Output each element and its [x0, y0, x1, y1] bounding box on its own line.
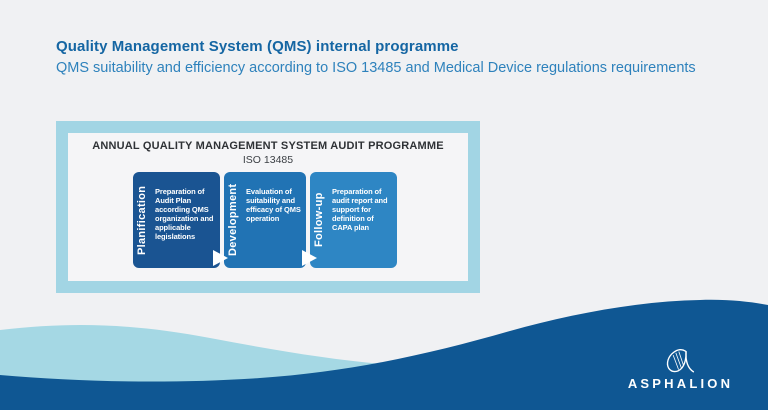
- audit-programme-diagram: ANNUAL QUALITY MANAGEMENT SYSTEM AUDIT P…: [56, 121, 480, 293]
- stage-1-text: Preparation of Audit Plan according QMS …: [155, 187, 214, 241]
- stage-box-2: Development Evaluation of suitability an…: [224, 172, 306, 268]
- asphalion-logo: ASPHALION: [623, 347, 735, 391]
- page-subtitle: QMS suitability and efficiency according…: [56, 60, 696, 76]
- alpha-icon: [666, 348, 695, 373]
- brand-name: ASPHALION: [627, 376, 734, 391]
- page-title: Quality Management System (QMS) internal…: [56, 38, 459, 55]
- slide-header: Quality Management System (QMS) internal…: [56, 38, 736, 76]
- wave-dark: [0, 299, 768, 410]
- diagram-inner-panel: ANNUAL QUALITY MANAGEMENT SYSTEM AUDIT P…: [68, 133, 468, 281]
- stage-box-1: Planification Preparation of Audit Plan …: [133, 172, 220, 268]
- footer-waves: [0, 299, 768, 410]
- stage-2-text: Evaluation of suitability and efficacy o…: [246, 187, 301, 223]
- stage-1-label: Planification: [136, 185, 148, 255]
- right-arrow-icon: [302, 250, 317, 266]
- diagram-title: ANNUAL QUALITY MANAGEMENT SYSTEM AUDIT P…: [92, 140, 444, 152]
- right-arrow-icon: [213, 250, 228, 266]
- stage-box-3: Follow-up Preparation of audit report an…: [310, 172, 397, 268]
- diagram-subtitle: ISO 13485: [242, 154, 294, 166]
- stage-3-text: Preparation of audit report and support …: [332, 187, 388, 232]
